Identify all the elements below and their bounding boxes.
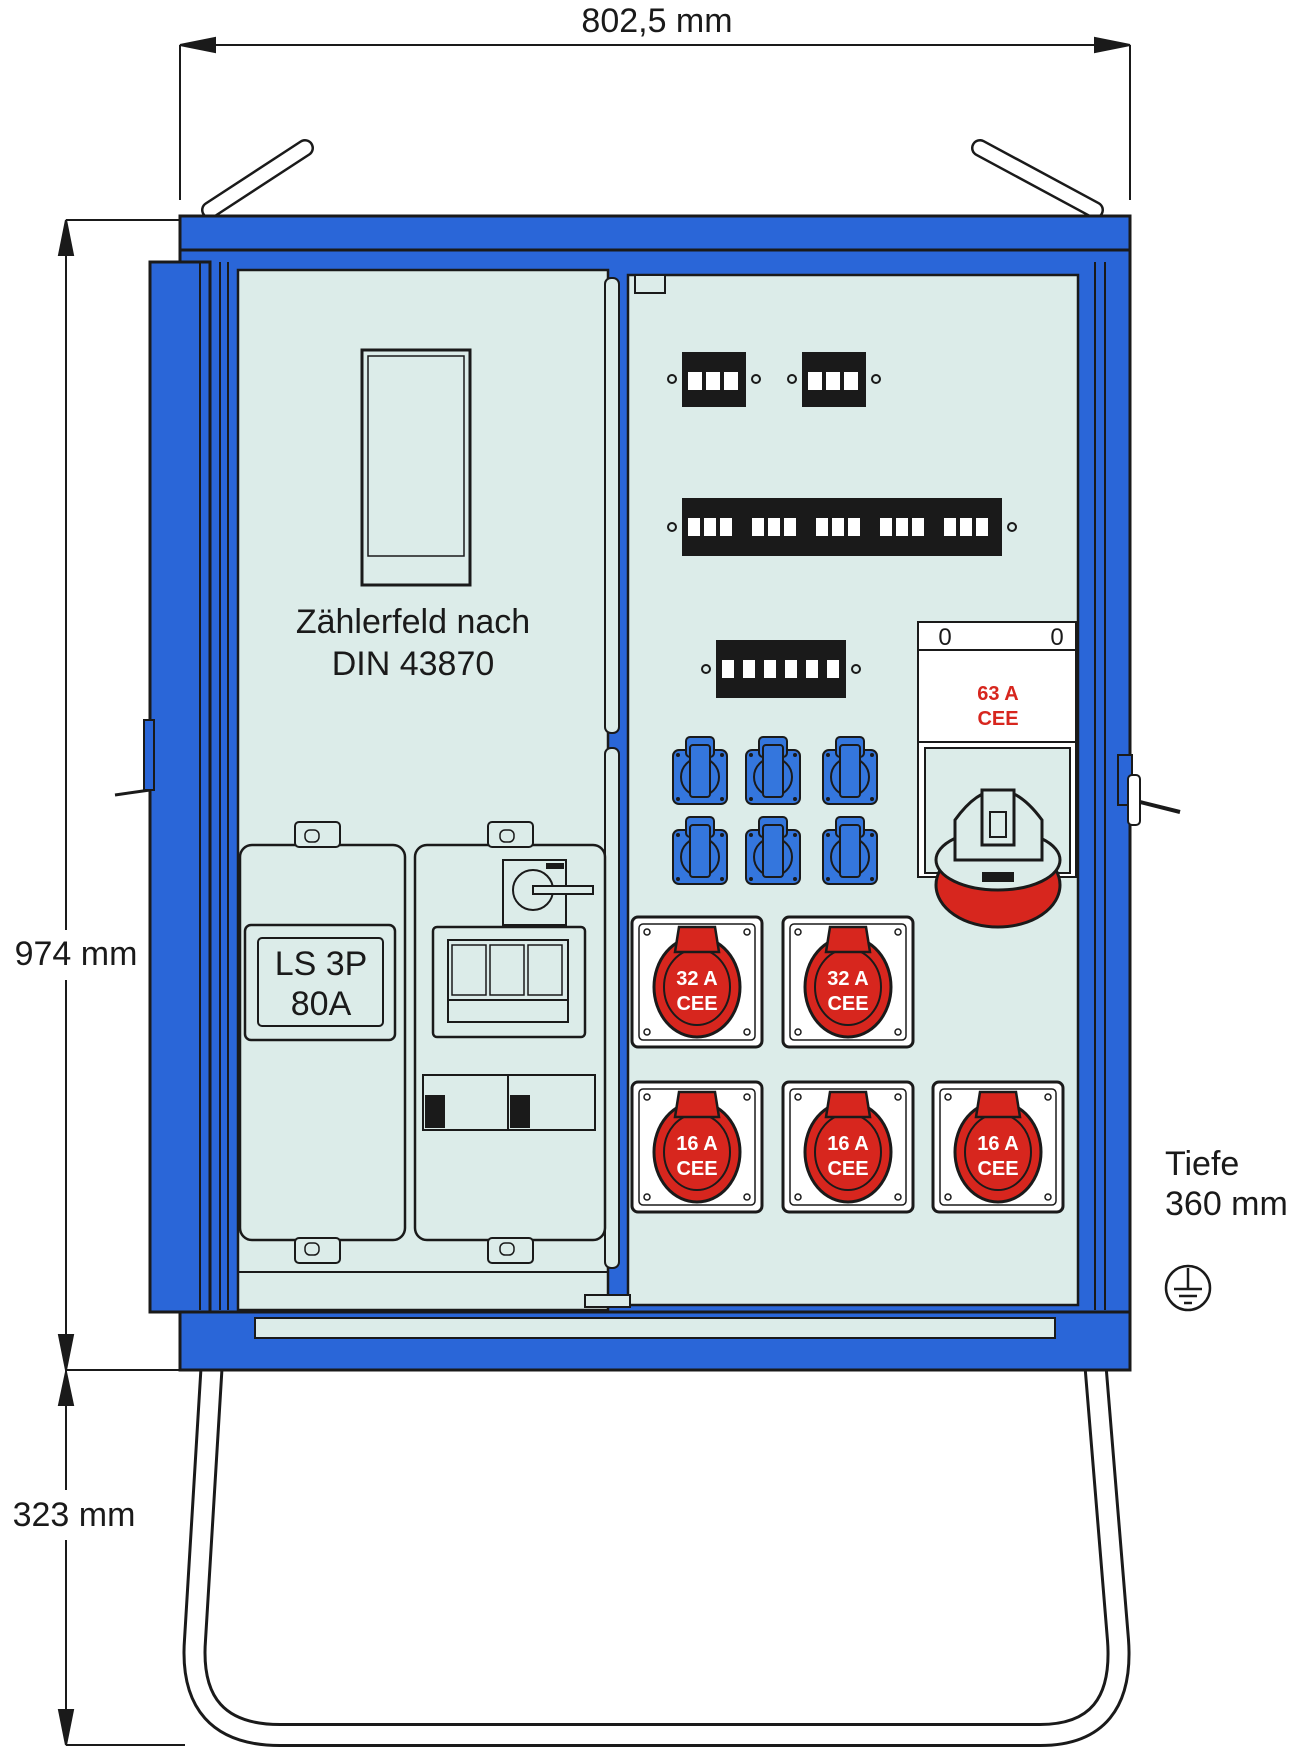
depth-label: Tiefe xyxy=(1165,1145,1239,1183)
cee-socket-16a: 16 A CEE xyxy=(781,1080,915,1214)
height-dimension-label: 974 mm xyxy=(15,935,138,973)
cee-63a-socket xyxy=(917,621,1077,929)
panel-foot xyxy=(584,1294,631,1308)
legs-dimension-label: 323 mm xyxy=(13,1496,136,1534)
meter-window xyxy=(360,348,472,587)
height-label-bg xyxy=(14,930,138,980)
main-breaker-line2: 80A xyxy=(291,985,352,1023)
main-breaker-cover xyxy=(238,821,407,1264)
rcd-row xyxy=(701,640,861,698)
width-dimension-label: 802,5 mm xyxy=(581,2,732,40)
divider-bottom xyxy=(604,747,620,1269)
schuko-socket xyxy=(672,816,728,885)
meter-field-line1: Zählerfeld nach xyxy=(296,603,530,641)
breaker-group-1 xyxy=(667,352,761,407)
switch-position-left: 0 xyxy=(938,624,951,651)
breaker-group-2 xyxy=(787,352,881,407)
cee-type-label: CEE xyxy=(827,993,868,1015)
dimension-width xyxy=(179,36,1131,200)
legs-label-bg xyxy=(12,1490,136,1540)
dimension-legs xyxy=(57,1370,185,1746)
lifting-handle-left xyxy=(201,139,314,219)
schuko-socket xyxy=(745,816,801,885)
cee-type-label: CEE xyxy=(827,1158,868,1180)
cee-socket-32a: 32 A CEE xyxy=(630,915,764,1049)
cee-type-label: CEE xyxy=(676,1158,717,1180)
base-frame-legs xyxy=(182,1359,1131,1747)
cee-amp-label: 32 A xyxy=(676,968,718,990)
schuko-socket xyxy=(672,736,728,805)
disconnect-switch-cover xyxy=(413,821,607,1264)
panel-clip xyxy=(634,274,666,294)
main-breaker-line1: LS 3P xyxy=(275,945,368,983)
switch-position-right: 0 xyxy=(1050,624,1063,651)
dimension-height xyxy=(57,219,185,1371)
lifting-handle-right xyxy=(971,139,1104,219)
cee-socket-16a: 16 A CEE xyxy=(630,1080,764,1214)
cee-socket-group: 32 A CEE 32 A CEE 16 A CEE 16 A CEE 16 A CEE xyxy=(630,915,1065,1214)
divider-top xyxy=(604,277,620,734)
cee-socket-16a: 16 A CEE xyxy=(931,1080,1065,1214)
depth-value: 360 mm xyxy=(1165,1185,1288,1223)
cee-63a-type-label: CEE xyxy=(977,708,1018,730)
cee-type-label: CEE xyxy=(676,993,717,1015)
schuko-socket-group xyxy=(672,736,878,885)
cee-type-label: CEE xyxy=(977,1158,1018,1180)
breaker-row-main xyxy=(667,498,1017,556)
cee-amp-label: 16 A xyxy=(977,1133,1019,1155)
meter-field-line2: DIN 43870 xyxy=(332,645,495,683)
cee-amp-label: 16 A xyxy=(676,1133,718,1155)
cee-63a-amp-label: 63 A xyxy=(977,683,1019,705)
schuko-socket xyxy=(745,736,801,805)
cee-amp-label: 32 A xyxy=(827,968,869,990)
ground-symbol-icon xyxy=(1164,1264,1212,1312)
schuko-socket xyxy=(822,736,878,805)
schuko-socket xyxy=(822,816,878,885)
cee-socket-32a: 32 A CEE xyxy=(781,915,915,1049)
cee-amp-label: 16 A xyxy=(827,1133,869,1155)
